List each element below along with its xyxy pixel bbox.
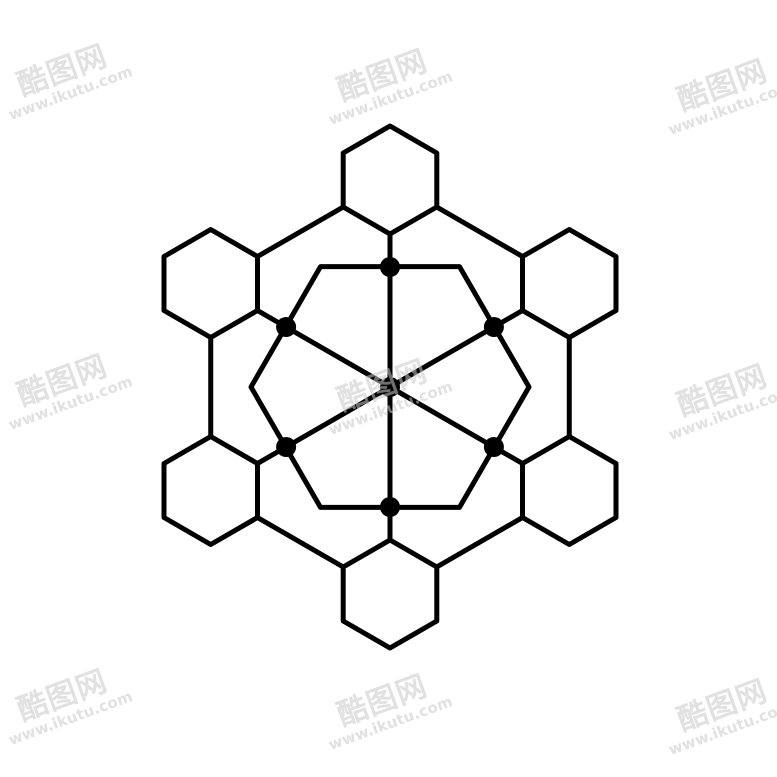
outer-hexagon (161, 434, 260, 547)
outer-hexagon (340, 123, 440, 237)
central-hexagon (248, 264, 532, 510)
spoke-node-dot (483, 437, 504, 457)
outer-hexagon (520, 227, 619, 340)
outer-hexagon (520, 434, 619, 547)
spoke-node-dot (276, 437, 297, 457)
center-node-dot (380, 377, 400, 397)
spoke-node-dot (380, 257, 400, 277)
spoke-node-dot (380, 497, 400, 517)
outer-hexagon (340, 537, 440, 651)
spoke-node-dot (483, 317, 504, 337)
outer-hexagon-group (161, 123, 619, 651)
spoke-node-dot (276, 317, 297, 337)
outer-hexagon (161, 227, 260, 340)
junction-dots (276, 257, 504, 517)
